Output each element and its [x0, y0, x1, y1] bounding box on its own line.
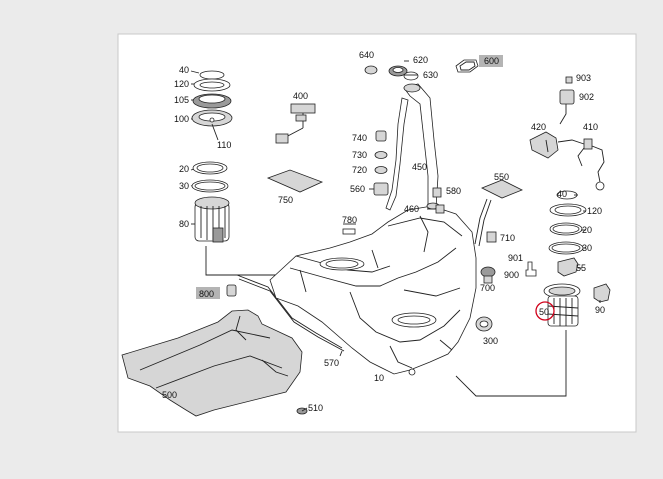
label-55: 55 [576, 263, 586, 273]
label-105: 105 [174, 95, 189, 105]
label-50: 50 [539, 307, 549, 317]
label-90: 90 [595, 305, 605, 315]
label-550: 550 [494, 172, 509, 182]
label-420: 420 [531, 122, 546, 132]
label-410: 410 [583, 122, 598, 132]
filler-neck-450 [385, 83, 440, 211]
sensor-group-900 [529, 76, 605, 191]
fuel-tank-10 [269, 205, 477, 376]
label-80: 80 [179, 219, 189, 229]
label-750: 750 [278, 195, 293, 205]
right-pump-rings [548, 190, 587, 255]
bracket-90 [593, 283, 611, 303]
label-730: 730 [352, 150, 367, 160]
label-20-left: 20 [179, 164, 189, 174]
label-900: 900 [504, 270, 519, 280]
label-110: 110 [217, 140, 231, 150]
sender-400 [275, 103, 316, 144]
pump-50 [455, 283, 581, 397]
label-460: 460 [404, 204, 419, 214]
label-40-right: 40 [557, 189, 567, 199]
label-902: 902 [579, 92, 594, 102]
parts-740-730-720-560 [369, 130, 389, 196]
label-600: 600 [484, 56, 499, 66]
label-120-right: 120 [587, 206, 602, 216]
label-40-left: 40 [179, 65, 189, 75]
label-30-left: 30 [179, 181, 189, 191]
part-640 [364, 65, 378, 75]
heat-shield-500 [121, 309, 303, 417]
highlight-circle-50 [535, 301, 555, 321]
label-100: 100 [174, 114, 189, 124]
label-901: 901 [508, 253, 523, 263]
label-450: 450 [412, 162, 427, 172]
pad-750 [266, 169, 324, 193]
label-720: 720 [352, 165, 367, 175]
label-120-left: 120 [174, 79, 189, 89]
box-600 [479, 55, 503, 67]
label-560: 560 [350, 184, 365, 194]
pad-550 [474, 179, 523, 247]
label-570: 570 [324, 358, 339, 368]
label-903: 903 [576, 73, 591, 83]
left-pump-assembly [190, 70, 290, 276]
label-300: 300 [483, 336, 498, 346]
label-510: 510 [308, 403, 323, 413]
strap-570 [236, 274, 345, 357]
label-500: 500 [162, 390, 177, 400]
label-630: 630 [423, 70, 438, 80]
label-400: 400 [293, 91, 308, 101]
label-30-right: 30 [582, 243, 592, 253]
parts-580-460 [427, 187, 445, 214]
part-620-630 [388, 60, 419, 81]
label-640: 640 [359, 50, 374, 60]
label-780: 780 [342, 215, 357, 225]
label-620: 620 [413, 55, 428, 65]
parts-710-700-300 [475, 231, 497, 332]
label-580: 580 [446, 186, 461, 196]
label-740: 740 [352, 133, 367, 143]
label-800: 800 [199, 289, 214, 299]
part-780 [342, 223, 356, 235]
label-20-right: 20 [582, 225, 592, 235]
label-10: 10 [374, 373, 384, 383]
part-800 [196, 284, 237, 299]
parts-901-900-55 [525, 257, 582, 277]
label-700: 700 [480, 283, 495, 293]
label-710: 710 [500, 233, 515, 243]
